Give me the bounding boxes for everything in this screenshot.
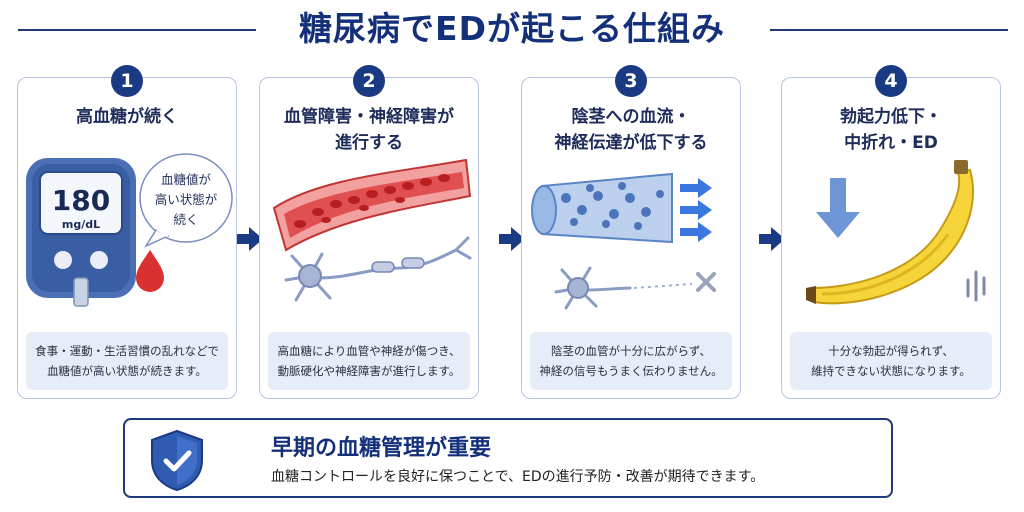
step-heading-4-line-1: 勃起力低下・ [840,107,942,127]
bubble-line-1: 血糖値が [161,172,212,187]
page-title: 糖尿病でEDが起こる仕組み [299,9,725,48]
meter-button-right [90,251,108,269]
shield-check-icon [151,429,203,492]
step-card-1: 1 高血糖が続く 180 mg/dL 血糖値が 高い状態が 続く 食事・運動・生… [17,65,237,399]
speech-bubble [139,153,233,243]
step-heading-2-line-2: 進行する [335,133,403,153]
down-arrow-icon [816,178,860,238]
step-desc-3-line-1: 陰茎の血管が十分に広がらず、 [551,344,711,358]
blocked-x-icon [696,272,716,292]
step-heading-1: 高血糖が続く [18,104,236,130]
step-desc-1: 食事・運動・生活習慣の乱れなどで 血糖値が高い状態が続きます。 [26,332,228,390]
weak-signal [633,283,693,289]
title-row: 糖尿病でEDが起こる仕組み [0,6,1024,52]
flow-arrow-3 [759,227,785,251]
step-heading-3-line-1: 陰茎への血流・ [571,107,691,127]
step-desc-2: 高血糖により血管や神経が傷つき、 動脈硬化や神経障害が進行します。 [268,332,470,390]
step-desc-3: 陰茎の血管が十分に広がらず、 神経の信号もうまく伝わりません。 [530,332,732,390]
banana-icon [810,168,974,305]
step-heading-3-line-2: 神経伝達が低下する [554,133,708,153]
meter-value: 180 [52,184,110,217]
flow-arrow-1 [237,227,263,251]
step-heading-1-line-1: 高血糖が続く [76,107,178,127]
flow-arrow-2 [499,227,525,251]
step-desc-2-line-2: 動脈硬化や神経障害が進行します。 [277,364,461,378]
flow-arrows-icon [680,178,712,242]
step-number-1: 1 [111,65,143,97]
step-card-4: 4 勃起力低下・ 中折れ・ED 十分な勃起が得られず、 維持できない状態になりま… [781,65,1001,399]
vessel-cells [561,182,664,230]
key-message-text: 血糖コントロールを良好に保つことで、EDの進行予防・改善が期待できます。 [271,469,765,485]
step-desc-1-line-1: 食事・運動・生活習慣の乱れなどで [35,344,219,358]
step-card-3: 3 陰茎への血流・ 神経伝達が低下する [521,65,741,399]
bubble-line-2: 高い状態が [155,192,218,207]
step-heading-2-line-1: 血管障害・神経障害が [284,107,454,127]
glucose-meter-illustration: 180 mg/dL 血糖値が 高い状態が 続く [26,153,233,307]
step-heading-3: 陰茎への血流・ 神経伝達が低下する [522,104,740,156]
title-rule-left [18,29,256,31]
step-heading-4: 勃起力低下・ 中折れ・ED [782,104,1000,156]
step-desc-4: 十分な勃起が得られず、 維持できない状態になります。 [790,332,992,390]
key-message-box: 早期の血糖管理が重要 血糖コントロールを良好に保つことで、EDの進行予防・改善が… [123,418,893,498]
damaged-vessel-nerve-illustration [272,158,472,302]
reduced-flow-illustration [531,172,716,310]
key-message-title: 早期の血糖管理が重要 [271,436,492,461]
test-strip [73,277,89,307]
step-heading-2: 血管障害・神経障害が 進行する [260,104,478,156]
step-card-2: 2 血管障害・神経障害が 進行する 高血糖により血管や神経が傷つき、 動脈硬化や… [259,65,479,399]
blood-drop-icon [136,250,164,292]
glucose-meter-screen [39,171,123,235]
penile-vessel-icon [541,172,673,244]
meter-unit: mg/dL [62,218,100,231]
step-desc-3-line-2: 神経の信号もうまく伝わりません。 [539,364,723,378]
blood-cells [294,174,450,228]
meter-button-left [54,251,72,269]
tremble-lines [966,270,986,302]
bubble-line-3: 続く [173,212,198,227]
step-desc-4-line-1: 十分な勃起が得られず、 [828,344,954,358]
step-desc-1-line-2: 血糖値が高い状態が続きます。 [47,364,207,378]
step-desc-4-line-2: 維持できない状態になります。 [811,364,971,378]
banana-ed-illustration [806,160,986,305]
step-heading-4-line-2: 中折れ・ED [844,133,938,153]
title-rule-right [770,29,1008,31]
step-number-4: 4 [875,65,907,97]
step-number-3: 3 [615,65,647,97]
step-number-2: 2 [353,65,385,97]
step-desc-2-line-1: 高血糖により血管や神経が傷つき、 [277,344,461,358]
